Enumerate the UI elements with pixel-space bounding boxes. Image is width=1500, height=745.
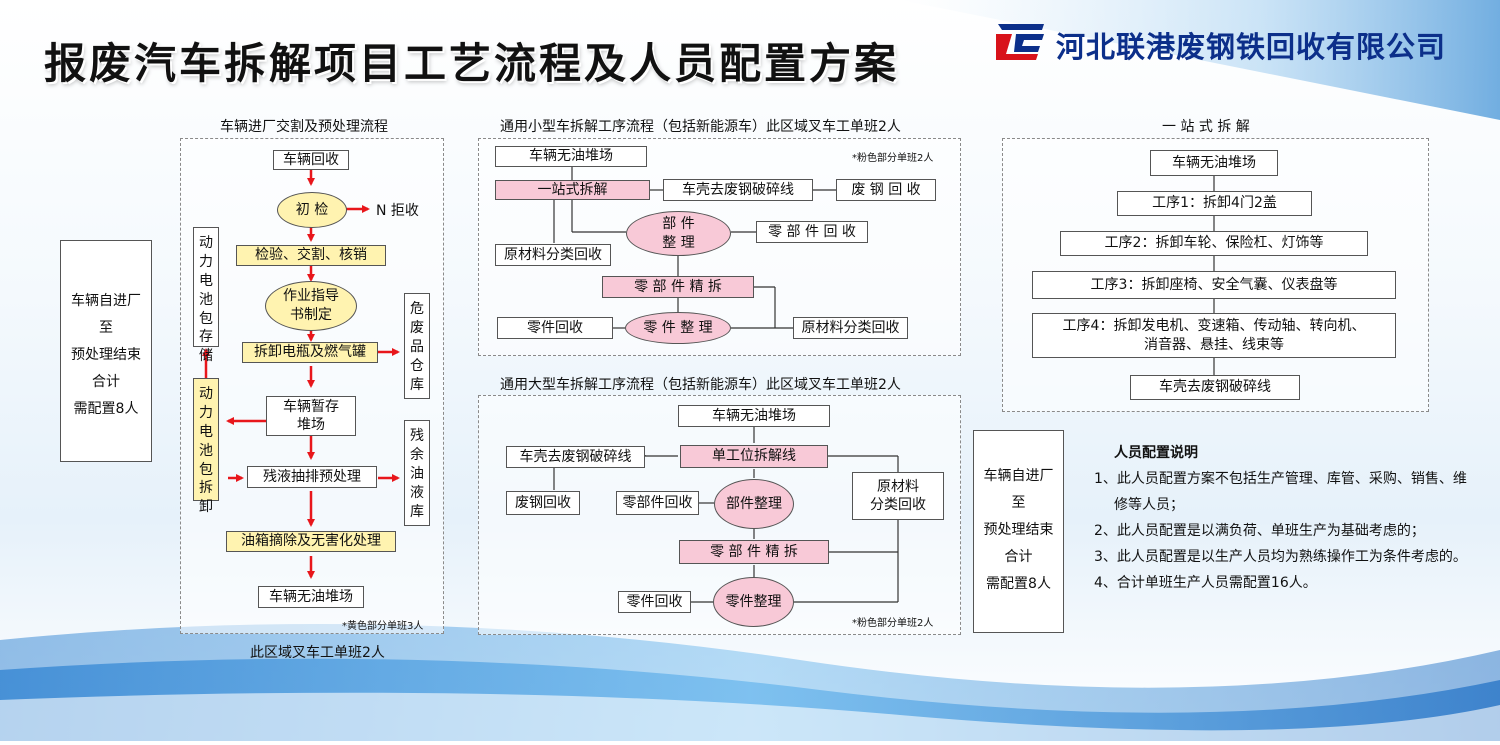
small-parts-sorting-line2: 整 理	[662, 234, 695, 251]
explanation-item: 3、此人员配置是以生产人员均为熟练操作工为条件考虑的。	[1094, 549, 1467, 565]
onestop-shell-crushing-line: 车壳去废钢破碎线	[1130, 375, 1300, 400]
staff-line: 合计	[92, 374, 120, 390]
small-raw-material-sorting-2: 原材料分类回收	[793, 317, 908, 339]
small-part-sorting: 零 件 整 理	[625, 312, 731, 344]
step-remove-battery-gas: 拆卸电瓶及燃气罐	[242, 342, 378, 363]
large-fine-dismantling: 零 部 件 精 拆	[679, 540, 829, 564]
explanation-heading: 人员配置说明	[1114, 445, 1198, 461]
large-part-recovery: 零件回收	[618, 591, 691, 613]
onestop-step-4-line1: 工序4：拆卸发电机、变速箱、传动轴、转向机、	[1062, 318, 1366, 335]
staff-line: 预处理结束	[71, 347, 141, 363]
small-onestop-dismantle: 一站式拆解	[495, 180, 650, 200]
step-work-instruction: 作业指导书制定	[265, 281, 357, 331]
staff-line: 预处理结束	[983, 522, 1054, 538]
step-inspection-handover: 检验、交割、核销	[236, 245, 386, 266]
large-shell-crushing-line: 车壳去废钢破碎线	[506, 446, 645, 468]
onestop-step-1: 工序1：拆卸4门2盖	[1117, 191, 1312, 216]
staff-line: 需配置8人	[73, 401, 139, 417]
onestop-step-4-line2: 消音器、悬挂、线束等	[1144, 336, 1284, 353]
explanation-item: 2、此人员配置是以满负荷、单班生产为基础考虑的；	[1094, 523, 1425, 539]
left-staff-total-box: 车辆自进厂 至 预处理结束 合计 需配置8人	[60, 240, 152, 462]
large-single-station-line: 单工位拆解线	[680, 445, 828, 468]
step-tank-removal: 油箱摘除及无害化处理	[226, 531, 396, 552]
small-component-recovery: 零 部 件 回 收	[756, 221, 868, 243]
residual-oil-warehouse-box: 残余油液库	[404, 420, 430, 526]
staff-line: 至	[99, 320, 113, 336]
onestop-step-3: 工序3：拆卸座椅、安全气囊、仪表盘等	[1032, 271, 1396, 299]
battery-pack-dismantling-box: 动力电池包拆卸	[193, 378, 219, 515]
reject-label: N 拒收	[376, 203, 419, 219]
large-parts-sorting: 部件整理	[714, 479, 794, 529]
small-parts-sorting-line1: 部 件	[662, 215, 695, 232]
onestop-section-title: 一 站 式 拆 解	[1162, 119, 1250, 135]
staff-line: 车辆自进厂	[983, 468, 1054, 484]
small-parts-sorting: 部 件 整 理	[626, 211, 731, 256]
small-scrap-steel-recovery: 废 钢 回 收	[836, 179, 936, 201]
large-scrap-steel-recovery: 废钢回收	[506, 491, 580, 515]
small-oil-free-storage: 车辆无油堆场	[495, 146, 647, 167]
small-shell-crushing-line: 车壳去废钢破碎线	[663, 179, 813, 201]
right-staff-total-box: 车辆自进厂 至 预处理结束 合计 需配置8人	[973, 430, 1064, 633]
onestop-oil-free-storage: 车辆无油堆场	[1150, 150, 1278, 176]
large-oil-free-storage: 车辆无油堆场	[678, 405, 830, 427]
step-oil-free-storage: 车辆无油堆场	[258, 586, 364, 608]
staff-line: 车辆自进厂	[71, 293, 141, 309]
large-section-title: 通用大型车拆解工序流程（包括新能源车）此区域叉车工单班2人	[500, 377, 901, 393]
page-title: 报废汽车拆解项目工艺流程及人员配置方案	[44, 39, 900, 88]
large-raw-material-box: 原材料 分类回收	[852, 472, 944, 520]
company-logo-icon	[996, 24, 1044, 60]
step-liquid-extraction: 残液抽排预处理	[247, 466, 377, 488]
step-temporary-storage: 车辆暂存堆场	[266, 396, 356, 436]
staff-line: 合计	[1004, 549, 1033, 565]
explanation-item: 4、合计单班生产人员需配置16人。	[1094, 575, 1317, 591]
small-note: *粉色部分单班2人	[852, 153, 934, 164]
large-part-sorting: 零件整理	[713, 577, 794, 627]
explanation-item: 1、此人员配置方案不包括生产管理、库管、采购、销售、维修等人员；	[1094, 471, 1467, 513]
large-note: *粉色部分单班2人	[852, 618, 934, 629]
small-part-recovery: 零件回收	[497, 317, 613, 339]
onestop-step-4: 工序4：拆卸发电机、变速箱、传动轴、转向机、 消音器、悬挂、线束等	[1032, 313, 1396, 358]
staff-line: 需配置8人	[986, 576, 1051, 592]
onestop-step-2: 工序2：拆卸车轮、保险杠、灯饰等	[1060, 231, 1368, 256]
left-note: *黄色部分单班3人	[342, 621, 424, 632]
hazardous-waste-warehouse-box: 危废品仓库	[404, 293, 430, 399]
battery-pack-storage-box: 动力电池包存储	[193, 227, 219, 364]
large-component-recovery: 零部件回收	[616, 491, 699, 515]
company-name: 河北联港废钢铁回收有限公司	[1056, 30, 1447, 64]
small-raw-material-sorting: 原材料分类回收	[495, 244, 611, 266]
step-vehicle-recovery: 车辆回收	[273, 150, 349, 170]
left-bottom-caption: 此区域叉车工单班2人	[250, 645, 385, 661]
staff-line: 至	[1011, 495, 1026, 511]
large-raw-material-line1: 原材料	[877, 478, 919, 495]
small-fine-dismantling: 零 部 件 精 拆	[602, 276, 754, 298]
left-section-title: 车辆进厂交割及预处理流程	[220, 119, 388, 135]
step-initial-inspection: 初 检	[277, 192, 347, 228]
large-raw-material-line2: 分类回收	[870, 497, 926, 513]
staffing-explanation: 人员配置说明 1、此人员配置方案不包括生产管理、库管、采购、销售、维修等人员； …	[1090, 440, 1470, 596]
small-section-title: 通用小型车拆解工序流程（包括新能源车）此区域叉车工单班2人	[500, 119, 901, 135]
